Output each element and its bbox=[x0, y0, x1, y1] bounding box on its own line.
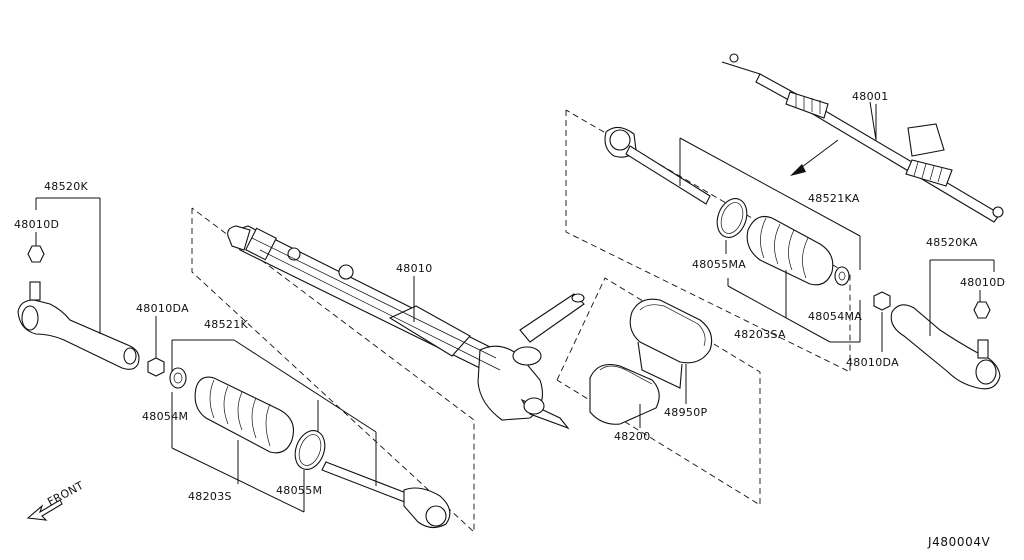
label-48203SA: 48203SA bbox=[734, 328, 786, 341]
label-48010D-left: 48010D bbox=[14, 218, 59, 231]
label-48054M: 48054M bbox=[142, 410, 188, 423]
inner-socket-left bbox=[321, 461, 451, 529]
steering-gear-assembly-48001 bbox=[721, 53, 1004, 223]
label-48054MA: 48054MA bbox=[808, 310, 862, 323]
label-48001: 48001 bbox=[852, 90, 889, 103]
dashed-group-outlines bbox=[191, 109, 851, 534]
band-left-48055M bbox=[294, 430, 326, 470]
label-48521K: 48521K bbox=[204, 318, 248, 331]
tie-rod-end-left-48520K bbox=[17, 245, 140, 370]
drawing-code: J480004V bbox=[927, 535, 991, 549]
label-48203S: 48203S bbox=[188, 490, 232, 503]
seal-48200 bbox=[589, 363, 660, 425]
inner-socket-right bbox=[604, 126, 711, 205]
boot-left-48203S bbox=[194, 376, 295, 454]
label-48010: 48010 bbox=[396, 262, 433, 275]
clip-right-48054MA bbox=[834, 266, 850, 286]
nut-right-48010DA bbox=[873, 291, 891, 311]
boot-right-48203SA bbox=[746, 215, 834, 286]
label-48200: 48200 bbox=[614, 430, 651, 443]
label-48520KA: 48520KA bbox=[926, 236, 978, 249]
label-48010DA-left: 48010DA bbox=[136, 302, 189, 315]
nut-left-48010DA bbox=[147, 357, 165, 377]
part-labels: 48001 48010 48520K 48010D 48010DA 48521K… bbox=[14, 90, 1005, 503]
label-48950P: 48950P bbox=[664, 406, 707, 419]
label-48520K: 48520K bbox=[44, 180, 88, 193]
cover-48950P bbox=[629, 298, 713, 389]
front-indicator: FRONT bbox=[26, 479, 86, 521]
band-right-48055MA bbox=[716, 198, 748, 238]
direction-arrow-icon bbox=[790, 139, 839, 176]
front-label: FRONT bbox=[45, 479, 86, 509]
label-48521KA: 48521KA bbox=[808, 192, 860, 205]
label-48055M: 48055M bbox=[276, 484, 322, 497]
tie-rod-end-right-48520KA bbox=[890, 301, 1001, 390]
label-48055MA: 48055MA bbox=[692, 258, 746, 271]
clip-left-48054M bbox=[169, 367, 187, 389]
label-48010DA-right: 48010DA bbox=[846, 356, 899, 369]
rack-housing-48010 bbox=[227, 225, 585, 430]
label-48010D-right: 48010D bbox=[960, 276, 1005, 289]
leader-lines bbox=[35, 104, 995, 513]
